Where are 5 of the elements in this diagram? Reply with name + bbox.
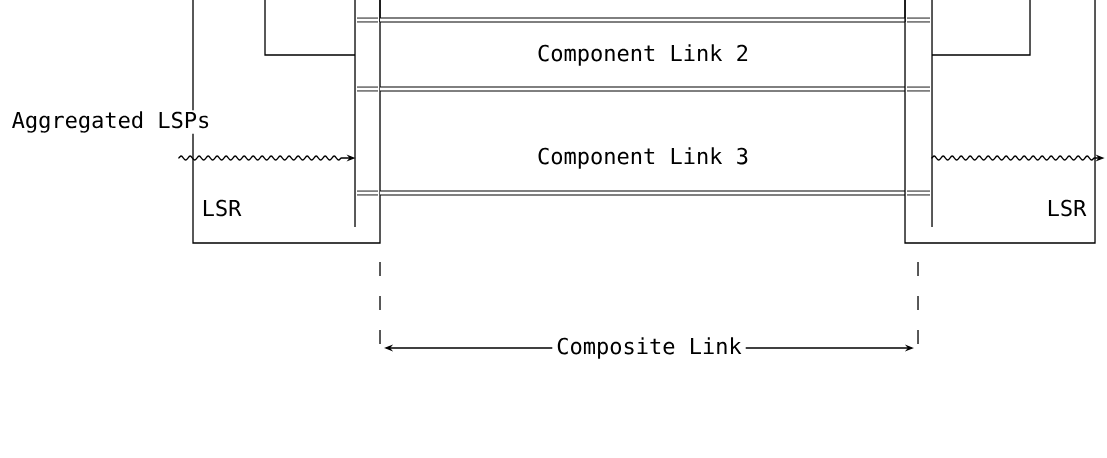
link-band: Component Link 2 [380,17,905,92]
dimension-label: Composite Link [557,337,742,359]
router-box: LSR [904,0,1096,244]
link-band: Component Link 3 [380,147,905,196]
edge-label: Aggregated LSPs [12,111,209,133]
